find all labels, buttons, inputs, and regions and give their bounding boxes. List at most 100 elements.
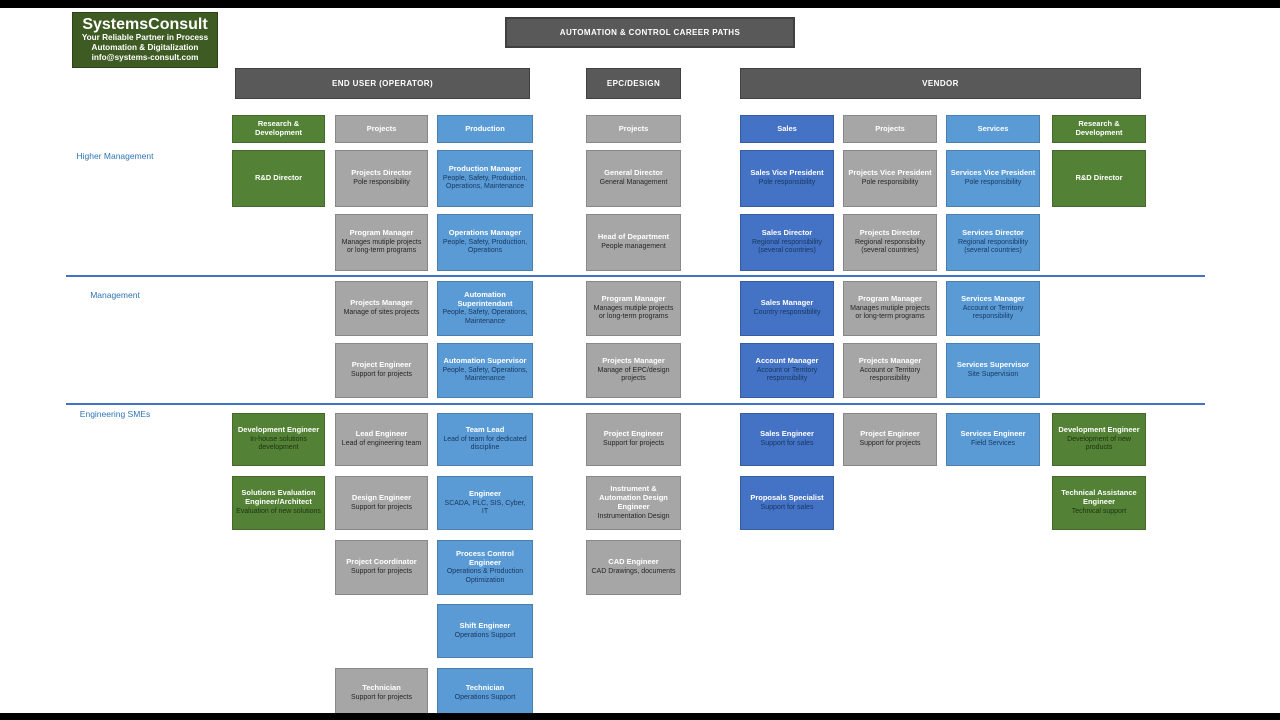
role-title: Research & Development <box>254 119 303 137</box>
role-title: Shift Engineer <box>459 620 511 630</box>
role-title: Head of Department <box>597 232 670 242</box>
role-title: Sales Manager <box>760 298 814 308</box>
role-title: Technical Assistance Engineer <box>1061 488 1137 507</box>
category-header-box: Projects <box>586 115 681 143</box>
role-description: Account or Territory responsibility <box>756 367 818 383</box>
role-description: Support for projects <box>350 371 413 379</box>
role-description: People, Safety, Operations, Maintenance <box>442 367 528 383</box>
company-tagline-line1: Your Reliable Partner in Process <box>81 33 209 43</box>
role-description: Operations Support <box>454 631 516 639</box>
row-label-higher-management: Higher Management <box>76 151 154 161</box>
group-header-end-user: END USER (OPERATOR) <box>235 68 530 99</box>
category-header-box: Sales <box>740 115 834 143</box>
role-description: Manage of EPC/design projects <box>597 367 670 383</box>
role-description: Support for projects <box>350 503 413 511</box>
role-title: Operations Manager <box>448 228 522 238</box>
role-description: SCADA, PLC, SIS, Cyber, IT <box>444 499 526 515</box>
role-title: Proposals Specialist <box>750 492 824 502</box>
role-title: Projects Manager <box>602 356 665 366</box>
role-title: Projects Manager <box>858 356 922 366</box>
role-title: Design Engineer <box>351 492 412 502</box>
role-title: Project Coordinator <box>346 557 417 567</box>
role-description: Support for projects <box>350 693 413 701</box>
role-title: Automation Supervisor <box>443 356 527 366</box>
role-description: Evaluation of new solutions <box>236 508 321 516</box>
category-header-box: Production <box>437 115 533 143</box>
role-title: Production Manager <box>448 164 522 174</box>
role-title: R&D Director <box>254 173 303 183</box>
role-description: Field Services <box>971 440 1015 448</box>
role-title: Projects Vice President <box>848 168 932 178</box>
role-description: Country responsibility <box>753 309 821 317</box>
role-description: Support for sales <box>760 440 814 448</box>
role-description: Lead of team for dedicated discipline <box>443 436 527 452</box>
category-header-box: Research & Development <box>1052 115 1146 143</box>
role-description: Support for projects <box>859 440 921 448</box>
role-title: Project Engineer <box>351 360 412 370</box>
role-description: Manages mutiple projects or long-term pr… <box>341 239 422 255</box>
letterbox-bottom <box>0 713 1280 720</box>
role-description: Pole responsibility <box>861 179 919 187</box>
role-title: Program Manager <box>858 294 922 304</box>
role-title: Project Engineer <box>860 429 920 439</box>
row-label-management: Management <box>90 290 140 300</box>
role-title: Production <box>465 123 505 133</box>
role-title: Account Manager <box>755 356 819 366</box>
role-description: General Management <box>599 179 668 187</box>
role-title: Technician <box>465 682 505 692</box>
category-header-box: Research & Development <box>232 115 325 143</box>
role-description: CAD Drawings, documents <box>591 568 676 576</box>
role-title: Services Director <box>962 228 1024 238</box>
role-title: Projects Manager <box>350 298 413 308</box>
category-header-box: Projects <box>335 115 428 143</box>
role-description: People management <box>601 243 666 251</box>
divider-management-engineering <box>66 403 1205 405</box>
role-description: Instrumentation Design <box>597 512 670 520</box>
role-title: R&D Director <box>1075 173 1123 183</box>
category-header-box: Projects <box>843 115 937 143</box>
divider-higher-management-management <box>66 275 1205 277</box>
role-title: Services Vice President <box>950 168 1036 178</box>
role-description: Operations Support <box>454 693 516 701</box>
role-title: Program Manager <box>601 294 666 304</box>
company-name: SystemsConsult <box>82 15 208 33</box>
role-title: Services Manager <box>961 294 1025 304</box>
role-title: Services <box>977 123 1009 133</box>
role-title: Process Control Engineer <box>456 548 514 567</box>
role-description: Operations & Production Optimization <box>446 568 524 584</box>
role-description: Account or Territory responsibility <box>962 305 1024 321</box>
letterbox-top <box>0 0 1280 8</box>
role-title: CAD Engineer <box>608 557 659 567</box>
row-label-engineering-smes: Engineering SMEs <box>79 409 151 419</box>
role-description: Site Supervision <box>967 371 1019 379</box>
role-title: Automation Superintendant <box>457 289 513 308</box>
role-description: Support for projects <box>350 568 413 576</box>
